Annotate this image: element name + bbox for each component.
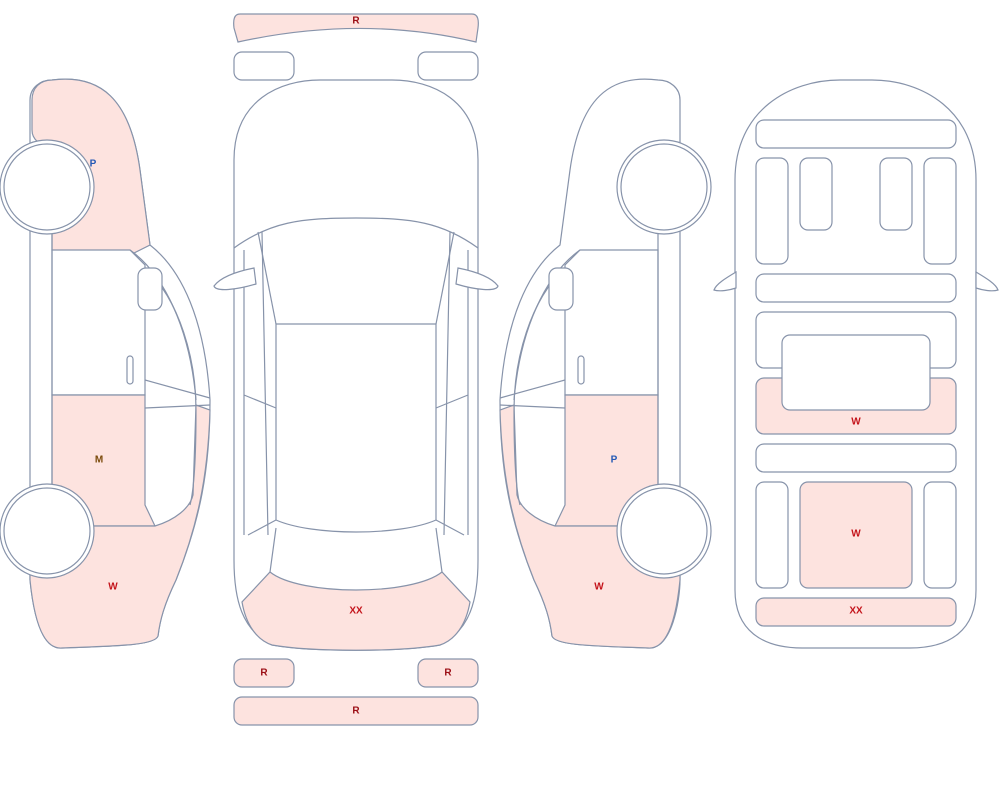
underbody-view: W W XX [713,79,999,649]
right-rear-door-code: P [611,455,618,466]
left-rear-wheel[interactable] [3,487,91,575]
rear-right-light[interactable] [417,658,479,688]
left-mirror[interactable] [137,267,163,311]
rear-bumper-code: R [352,706,360,717]
front-right-rail[interactable] [923,157,957,265]
right-pillar-lines [435,231,469,536]
front-bumper[interactable] [233,13,479,43]
right-rear-wheel[interactable] [620,487,708,575]
left-rear-door-code: M [95,455,103,466]
right-window-line [499,379,566,409]
left-side-view: P M W [0,78,211,649]
rear-floor[interactable] [799,481,913,589]
tank-cover[interactable] [781,334,931,411]
rear-left-light[interactable] [233,658,295,688]
front-floor-crossmember[interactable] [755,273,957,303]
windshield-left [257,231,277,325]
left-front-fender-code: P [90,159,97,170]
top-hood-line [233,217,479,249]
rear-crossmember-code: XX [849,606,863,617]
rear-right-light-code: R [444,668,452,679]
rear-panel-code: XX [349,606,363,617]
rear-glass-line [269,527,443,573]
rear-bumper[interactable] [233,696,479,726]
rear-right-rail[interactable] [923,481,957,589]
right-side-view: P W [499,78,712,649]
right-c-pillar [513,267,566,506]
rear-crossmember[interactable] [755,597,957,627]
rear-floor-crossmember[interactable] [755,443,957,473]
left-top-mirror[interactable] [213,267,257,291]
rear-floor-code: W [851,529,861,540]
front-right-arm[interactable] [879,157,913,231]
front-crossmember[interactable] [755,119,957,149]
right-rear-quarter[interactable] [499,404,681,649]
roof-panel[interactable] [275,323,437,533]
left-c-pillar [144,267,197,506]
left-window-line [144,379,211,409]
right-mirror[interactable] [548,267,574,311]
rear-left-light-code: R [260,668,268,679]
underbody-right-mirror [975,270,999,292]
front-right-light[interactable] [417,51,479,81]
right-rear-quarter-code: W [594,582,604,593]
front-left-arm[interactable] [799,157,833,231]
rear-panel[interactable] [241,571,471,651]
left-rear-quarter-code: W [108,582,118,593]
left-rear-quarter[interactable] [29,404,211,649]
windshield-right [435,231,455,325]
top-view: R XX R R R [213,13,499,726]
front-left-rail[interactable] [755,157,789,265]
front-left-light[interactable] [233,51,295,81]
left-front-wheel[interactable] [3,143,91,231]
right-front-wheel[interactable] [620,143,708,231]
right-door-handle[interactable] [577,355,585,385]
right-top-mirror[interactable] [455,267,499,291]
mid-crossmember-code: W [851,417,861,428]
front-bumper-code: R [352,16,360,27]
underbody-left-mirror [713,270,737,292]
left-door-handle[interactable] [126,355,134,385]
left-pillar-lines [243,231,277,536]
rear-left-rail[interactable] [755,481,789,589]
